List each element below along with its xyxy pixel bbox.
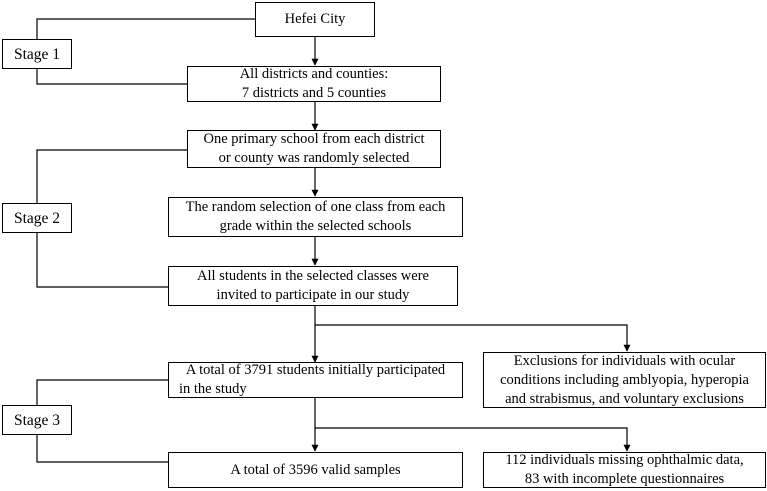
box-missing-data: 112 individuals missing ophthalmic data,… <box>483 452 766 488</box>
arrow-to-exclusions <box>315 324 631 352</box>
box-valid-samples: A total of 3596 valid samples <box>168 452 463 488</box>
box-districts-counties: All districts and counties: 7 districts … <box>187 66 441 102</box>
stage-2-label: Stage 2 <box>2 203 72 233</box>
arrow-to-missing <box>315 427 631 452</box>
box-hefei-city: Hefei City <box>255 2 375 37</box>
box-class-selection: The random selection of one class from e… <box>168 197 463 237</box>
box-exclusions: Exclusions for individuals with ocular c… <box>483 352 766 408</box>
box-primary-school-selection: One primary school from each district or… <box>187 130 441 168</box>
stage-3-label: Stage 3 <box>2 405 72 435</box>
box-initial-participants: A total of 3791 students initially parti… <box>168 362 463 398</box>
stage-1-label: Stage 1 <box>2 39 72 69</box>
box-students-invited: All students in the selected classes wer… <box>168 266 458 306</box>
